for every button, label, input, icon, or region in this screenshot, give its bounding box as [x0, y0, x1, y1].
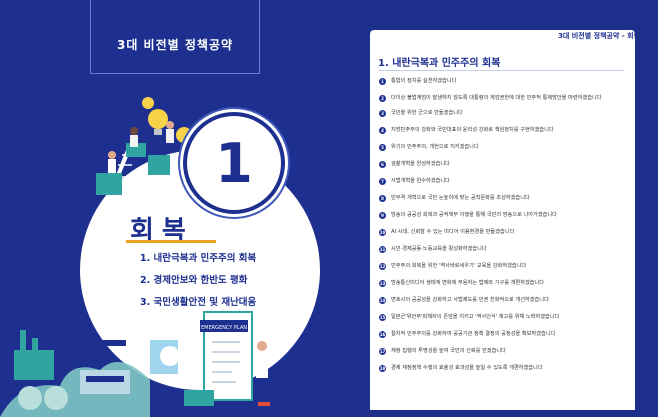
number-badge: 4 [379, 127, 386, 134]
goal-item: 3. 국민생활안전 및 재난대응 [140, 297, 257, 308]
number-badge: 18 [379, 365, 386, 372]
page-header: 3대 비전별 정책공약 - 회복 [558, 32, 640, 40]
number-badge: 3 [379, 110, 386, 117]
number-badge: 16 [379, 331, 386, 338]
emergency-plan-sign: EMERGENCY PLAN [201, 325, 247, 331]
policy-paper [370, 30, 635, 410]
number-badge: 15 [379, 314, 386, 321]
number-badge: 5 [379, 144, 386, 151]
section-title: 1. 내란극복과 민주주의 회복 [378, 58, 501, 69]
number-badge: 2 [379, 95, 386, 102]
header-tab: 3대 비전별 정책공약 [90, 0, 260, 74]
goal-item: 2. 경제안보와 한반도 평화 [140, 275, 248, 286]
chapter-number: 1 [215, 131, 253, 195]
emergency-plan-illustration: EMERGENCY PLAN [0, 311, 292, 417]
number-badge: 10 [379, 229, 386, 236]
left-footer: ... [4, 409, 8, 414]
number-badge: 6 [379, 161, 386, 168]
number-badge: 17 [379, 348, 386, 355]
number-badge: 12 [379, 263, 386, 270]
title-underline [126, 240, 216, 243]
number-badge: 7 [379, 178, 386, 185]
section-divider [378, 70, 624, 71]
number-badge: 8 [379, 195, 386, 202]
goal-list: 1. 내란극복과 민주주의 회복 2. 경제안보와 한반도 평화 3. 국민생활… [140, 248, 256, 314]
chapter-number-badge: 1 [183, 112, 285, 214]
goal-item: 1. 내란극복과 민주주의 회복 [140, 253, 257, 264]
right-footer: ... [640, 409, 644, 414]
left-page: 3대 비전별 정책공약 1 회복 1. 내란극복과 민주주의 회복 2. 경제안… [0, 0, 320, 417]
number-badge: 11 [379, 246, 386, 253]
number-badge: 9 [379, 212, 386, 219]
number-badge: 14 [379, 297, 386, 304]
header-tab-label: 3대 비전별 정책공약 [116, 38, 234, 52]
number-badge: 13 [379, 280, 386, 287]
number-badge: 1 [379, 78, 386, 85]
